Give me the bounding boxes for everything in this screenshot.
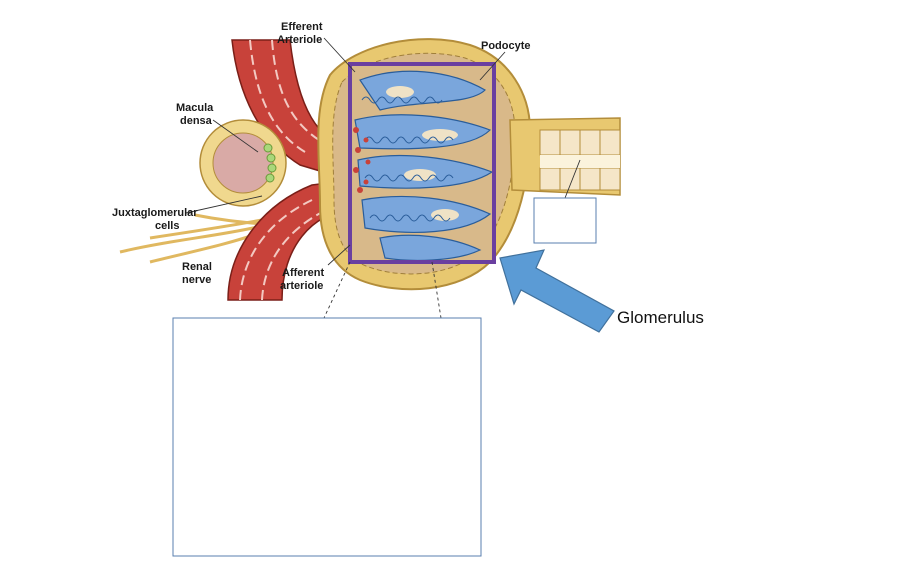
label-podocyte: Podocyte xyxy=(481,40,531,52)
macula-densa-tubule xyxy=(199,119,287,207)
glomerulus-pointer-arrow xyxy=(499,249,615,333)
zoom-guide-lines xyxy=(323,261,442,319)
label-renal-line-2: nerve xyxy=(182,274,211,286)
label-juxta-line-1: Juxtaglomerular xyxy=(112,207,198,219)
label-renal-line-1: Renal xyxy=(182,261,212,273)
label-efferent-line-1: Efferent xyxy=(281,21,323,33)
label-glomerulus: Glomerulus xyxy=(617,308,704,327)
glomerulus-highlight-box xyxy=(348,62,496,264)
capillary-tuft xyxy=(350,64,494,262)
small-blank-box xyxy=(533,197,597,244)
proximal-tubule xyxy=(509,117,621,196)
label-afferent-line-1: Afferent xyxy=(282,267,325,279)
renal-nerve xyxy=(119,213,263,264)
label-juxta-line-2: cells xyxy=(155,220,179,232)
leader-lines xyxy=(185,37,581,266)
label-afferent-line-2: arteriole xyxy=(280,280,323,292)
label-macula-line-2: densa xyxy=(180,115,213,127)
label-macula-line-1: Macula xyxy=(176,102,214,114)
large-blank-box xyxy=(172,317,482,557)
label-efferent-line-2: Arteriole xyxy=(277,34,322,46)
